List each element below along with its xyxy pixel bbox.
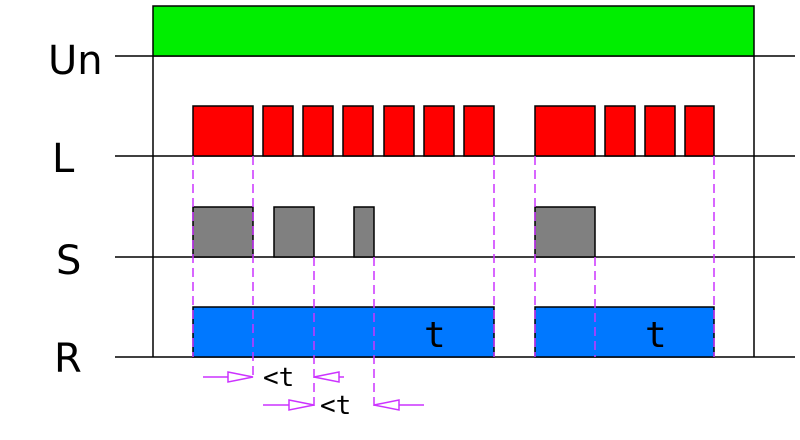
r-bar-1 bbox=[192, 306, 495, 358]
l-pulse bbox=[604, 105, 636, 157]
arrow-left-icon bbox=[373, 399, 400, 411]
r-bar-2 bbox=[534, 306, 715, 358]
arrow-right-icon bbox=[227, 371, 254, 383]
lt-annotation-1 bbox=[203, 371, 344, 383]
arrow-left-icon bbox=[313, 371, 340, 383]
l-pulse bbox=[192, 105, 254, 157]
r-bar-1-label: t bbox=[424, 315, 446, 356]
lt-label-2: <t bbox=[320, 391, 351, 421]
l-pulse bbox=[684, 105, 715, 157]
s-pulse bbox=[273, 206, 315, 258]
guide-lines bbox=[192, 156, 715, 406]
l-pulse bbox=[644, 105, 676, 157]
s-pulse bbox=[534, 206, 596, 258]
row-label-r: R bbox=[54, 336, 82, 382]
l-pulse bbox=[463, 105, 495, 157]
l-pulse bbox=[383, 105, 415, 157]
un-bar bbox=[152, 5, 755, 57]
l-pulses bbox=[192, 105, 715, 157]
arrow-right-icon bbox=[288, 399, 315, 411]
row-label-un: Un bbox=[48, 38, 103, 84]
row-label-s: S bbox=[56, 238, 81, 284]
lt-annotation-2 bbox=[263, 399, 424, 411]
l-pulse bbox=[423, 105, 455, 157]
s-pulses bbox=[192, 206, 596, 258]
l-pulse bbox=[534, 105, 596, 157]
r-bar-2-label: t bbox=[645, 315, 667, 356]
l-pulse bbox=[302, 105, 334, 157]
lt-label-1: <t bbox=[263, 363, 294, 393]
s-pulse bbox=[192, 206, 254, 258]
l-pulse bbox=[262, 105, 294, 157]
l-pulse bbox=[342, 105, 374, 157]
s-pulse bbox=[353, 206, 375, 258]
row-label-l: L bbox=[52, 136, 75, 182]
